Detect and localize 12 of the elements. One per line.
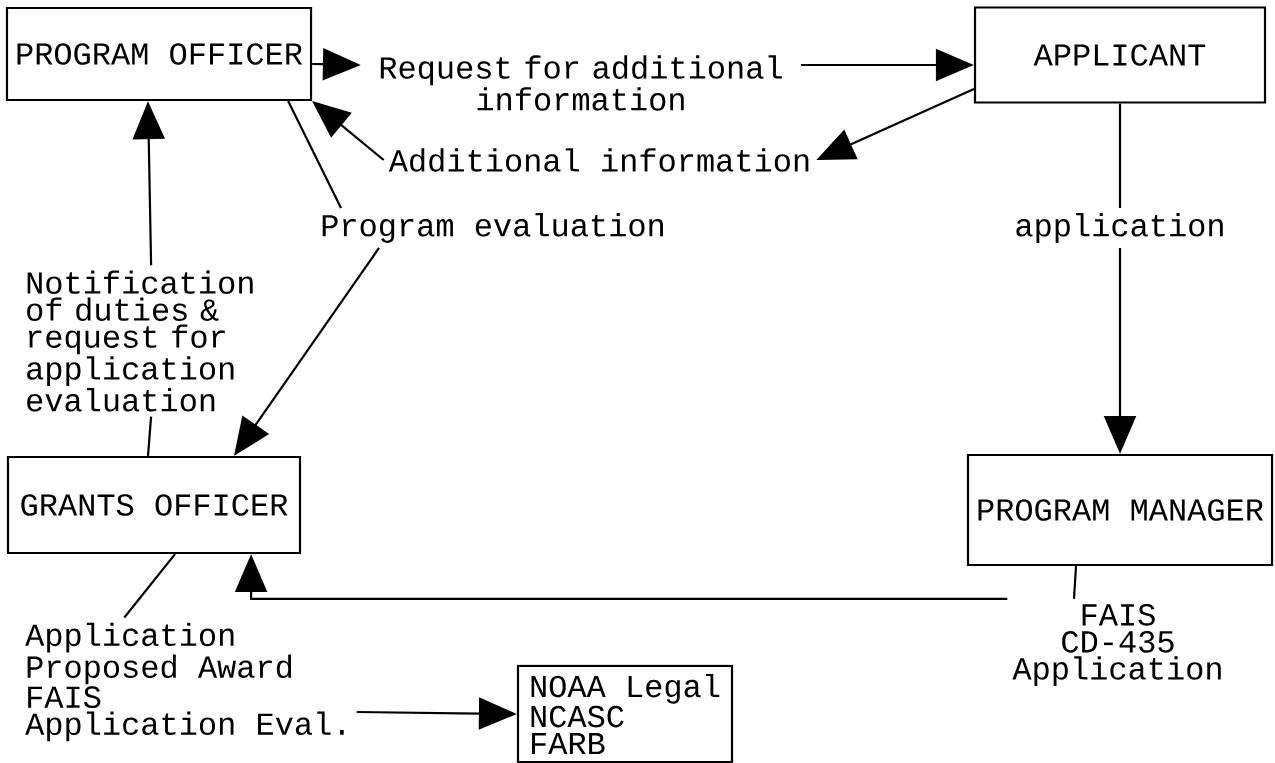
flow-text: application [1016,213,1223,243]
process-box: PROGRAM OFFICER [5,6,313,102]
process-box: PROGRAM MANAGER [966,453,1274,567]
flow-text: Request for additional information [380,55,782,111]
flow-text: Notification of duties & request for application evaluation [27,270,253,412]
flow-text: Program evaluation [322,213,663,243]
process-box: NOAA Legal NCASC FARB [516,664,734,763]
flow-text: Application Proposed Award FAIS Application Eval. [25,622,344,742]
process-box: APPLICANT [973,6,1267,104]
flow-text: FAIS CD-435 Application [1012,604,1221,687]
flow-text: Additional information [388,148,809,172]
process-box: GRANTS OFFICER [6,455,302,555]
